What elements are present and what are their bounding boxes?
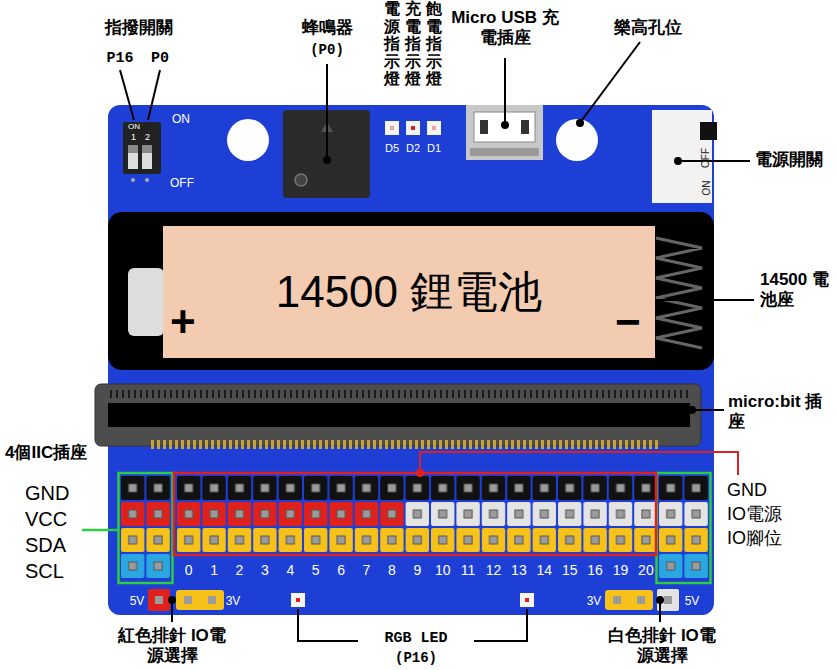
polarity-mark: + — [170, 296, 196, 349]
callout-label: 紅色排針 IO電源選擇 — [116, 626, 228, 667]
signal-name: SCL — [25, 559, 64, 583]
callout-label: 充電指示燈 — [405, 0, 421, 88]
callout-label: 4個IIC插座 — [5, 443, 87, 463]
pin-number: 12 — [486, 562, 502, 579]
pin-number: 11 — [461, 562, 476, 579]
pin-number: 5 — [312, 562, 320, 579]
callout-label: 蜂鳴器 — [302, 18, 353, 38]
switch-text: ON — [128, 122, 140, 132]
pin-number: 9 — [413, 562, 421, 579]
battery-label: 14500 鋰電池 — [276, 263, 543, 322]
pin-number: 3 — [261, 562, 269, 579]
voltage-label: 5V — [130, 594, 145, 608]
callout-label: Micro USB 充電插座 — [449, 8, 561, 49]
pin-name: (P16) — [395, 650, 437, 667]
switch-text: ON — [700, 181, 712, 196]
switch-text: 2 — [145, 132, 150, 143]
voltage-label: 5V — [685, 594, 700, 608]
callout-label: 14500 電池座 — [760, 270, 832, 311]
pin-number: 10 — [435, 562, 451, 579]
voltage-label: 3V — [587, 594, 602, 608]
pin-number: 7 — [363, 562, 371, 579]
pin-number: 6 — [337, 562, 345, 579]
callout-label: 電源開關 — [755, 150, 823, 170]
callout-label: micro:bit 插座 — [728, 392, 824, 433]
callout-label: 指撥開關 — [105, 18, 173, 38]
board-text: OFF — [170, 176, 194, 190]
callout-label: 飽電指示燈 — [426, 0, 442, 88]
signal-name: GND — [727, 480, 767, 502]
callout-label: 樂高孔位 — [614, 18, 682, 38]
led-name: D5 — [385, 142, 399, 155]
pin-number: 0 — [185, 562, 193, 579]
pin-number: 13 — [511, 562, 527, 579]
callout-label: RGB LED — [384, 630, 447, 648]
callout-label: 白色排針 IO電源選擇 — [606, 626, 718, 667]
pin-name: P0 — [151, 50, 169, 68]
pin-number: 20 — [638, 562, 654, 579]
board-text: ON — [172, 112, 190, 126]
pin-number: 19 — [613, 562, 629, 579]
signal-name: VCC — [25, 507, 67, 531]
pin-number: 4 — [286, 562, 294, 579]
pin-number: 16 — [587, 562, 603, 579]
callout-label: 電源指示燈 — [384, 0, 400, 88]
pin-name: (P0) — [310, 42, 344, 59]
pin-name: P16 — [106, 50, 133, 68]
polarity-mark: − — [615, 296, 641, 349]
led-name: D1 — [427, 142, 441, 155]
pin-number: 14 — [537, 562, 553, 579]
signal-name: IO電源 — [727, 504, 782, 526]
switch-text: 1 — [131, 132, 136, 143]
led-name: D2 — [406, 142, 420, 155]
signal-name: SDA — [25, 533, 66, 557]
signal-name: IO腳位 — [727, 528, 782, 550]
pin-number: 1 — [210, 562, 218, 579]
pin-number: 15 — [562, 562, 578, 579]
voltage-label: 3V — [226, 594, 241, 608]
pin-number: 8 — [388, 562, 396, 579]
signal-name: GND — [25, 481, 69, 505]
pin-number: 2 — [236, 562, 244, 579]
switch-text: OFF — [700, 148, 712, 168]
battery-body: 14500 鋰電池 — [163, 226, 655, 358]
